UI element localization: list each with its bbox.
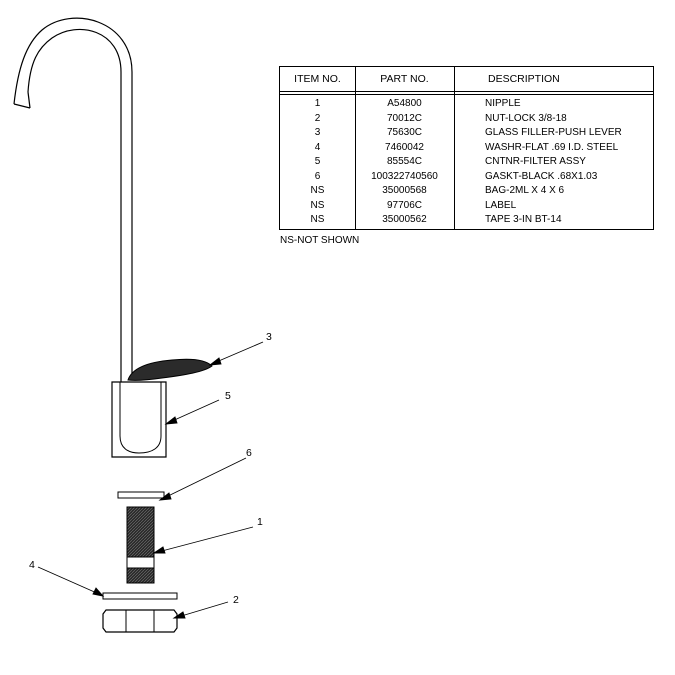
- leader-5: [164, 399, 220, 425]
- column-part-divider: [355, 67, 455, 229]
- leader-3: [208, 341, 264, 366]
- leader-4: [37, 566, 105, 597]
- callout-5: 5: [225, 390, 231, 402]
- header-rule: [280, 91, 653, 92]
- flat-washer: [102, 592, 178, 600]
- callout-2: 2: [233, 594, 239, 606]
- nipple-plain: [126, 556, 155, 569]
- filter-container: [111, 381, 167, 458]
- callout-1: 1: [257, 516, 263, 528]
- header-rule-double: [280, 94, 653, 95]
- footnote-not-shown: NS-NOT SHOWN: [280, 235, 360, 246]
- header-description: DESCRIPTION: [488, 73, 560, 85]
- callout-3: 3: [266, 331, 272, 343]
- push-lever: [127, 358, 213, 381]
- header-item-no: ITEM NO.: [294, 73, 341, 85]
- column-item-divider: [280, 67, 356, 229]
- spout-tube: [27, 29, 122, 382]
- leader-6: [158, 457, 247, 501]
- lock-nut: [102, 609, 178, 633]
- callout-6: 6: [246, 447, 252, 459]
- leader-2: [172, 601, 229, 619]
- nipple-thread: [126, 506, 155, 558]
- spout-tip: [13, 103, 31, 109]
- leader-1: [152, 526, 254, 554]
- callout-4: 4: [29, 559, 35, 571]
- spout-tube-inner: [13, 17, 133, 374]
- nipple-thread-bottom: [126, 567, 155, 584]
- gasket: [117, 491, 165, 499]
- header-part-no: PART NO.: [380, 73, 429, 85]
